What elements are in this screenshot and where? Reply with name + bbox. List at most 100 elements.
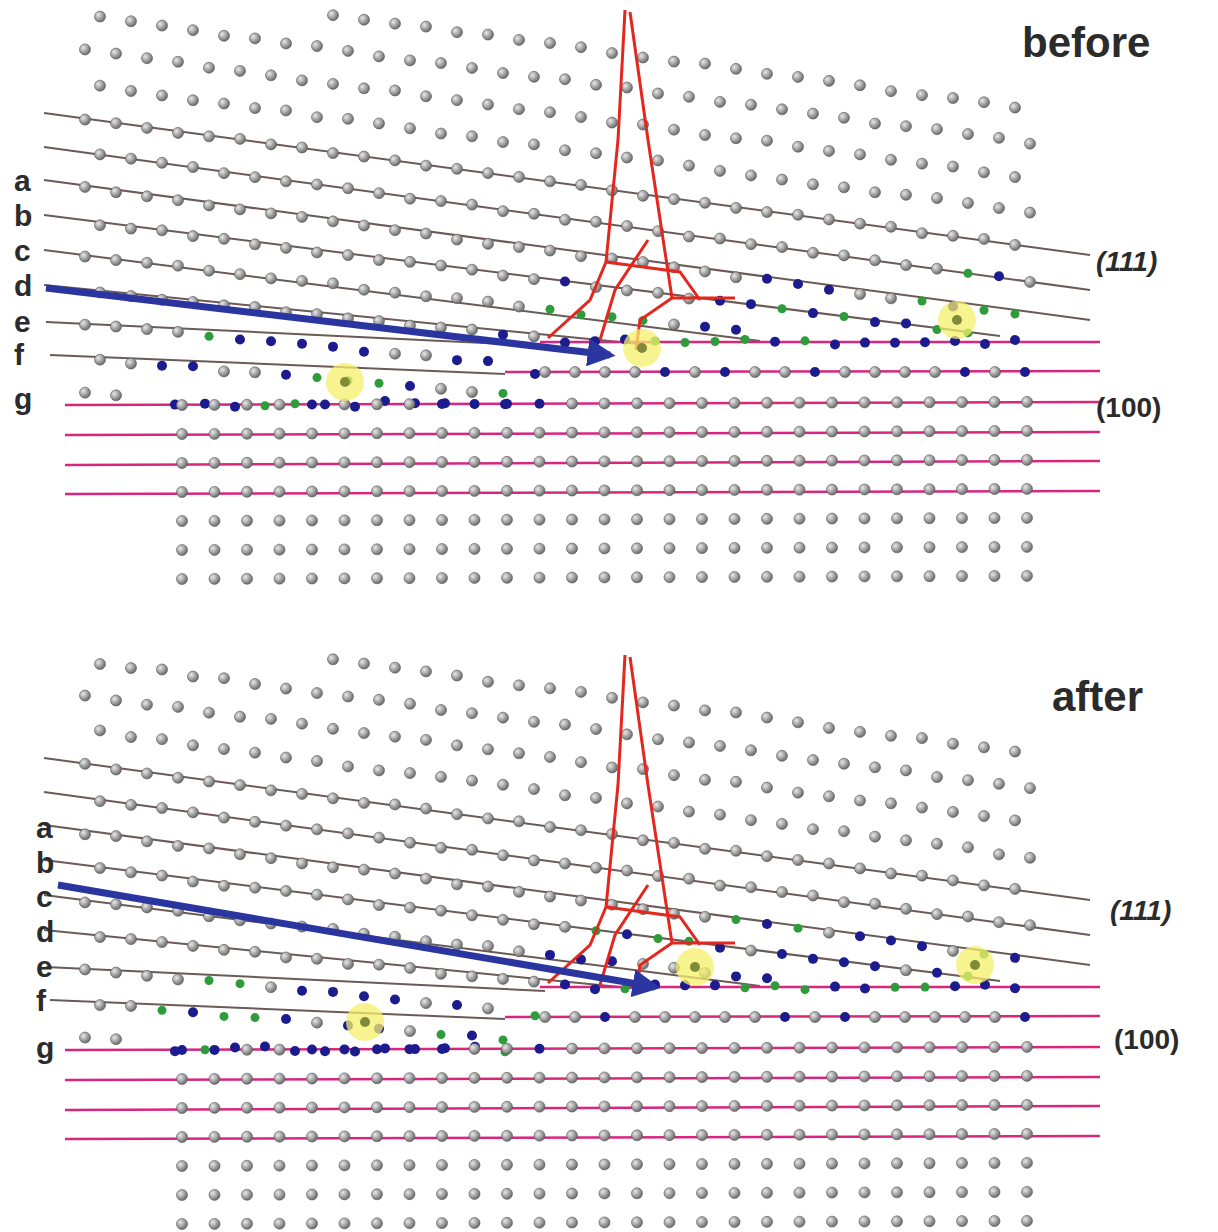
atom (924, 426, 935, 437)
atom (729, 1187, 740, 1198)
atom (892, 1187, 903, 1198)
atom (669, 124, 680, 135)
atom (437, 457, 448, 468)
atom (638, 697, 649, 708)
atom (437, 1131, 448, 1142)
atom (957, 571, 968, 582)
atom (339, 1218, 350, 1229)
atom (794, 513, 805, 524)
atom (436, 260, 447, 271)
atom (599, 398, 610, 409)
atom (534, 1130, 545, 1141)
plane-index: (100) (1096, 394, 1161, 422)
highlight-atom (690, 962, 700, 972)
atom (467, 264, 478, 275)
atom (452, 740, 463, 751)
atom (591, 862, 602, 873)
atom (632, 1159, 643, 1170)
atom (567, 1043, 578, 1054)
atom (660, 1012, 671, 1023)
atom (274, 1073, 285, 1084)
atom (684, 737, 695, 748)
atom (630, 367, 641, 378)
atom (307, 515, 318, 526)
atom (622, 865, 633, 876)
atom (684, 91, 695, 102)
atom (859, 484, 870, 495)
atom (80, 319, 91, 330)
atom (502, 1101, 513, 1112)
atom (188, 807, 199, 818)
atom (405, 1044, 415, 1054)
atom (374, 832, 385, 843)
atom (372, 515, 383, 526)
atom (1010, 102, 1021, 113)
atom (177, 1103, 188, 1114)
atom (374, 255, 385, 266)
atom (827, 571, 838, 582)
atom (111, 831, 122, 842)
atom (437, 486, 448, 497)
atom (839, 826, 850, 837)
atom (859, 1158, 870, 1169)
atom (794, 426, 805, 437)
atom (567, 1130, 578, 1141)
atom (576, 895, 587, 906)
atom (274, 1189, 285, 1200)
atom (917, 90, 928, 101)
atom (343, 761, 354, 772)
atom (436, 968, 447, 979)
atom (892, 1216, 903, 1227)
atom (697, 1188, 708, 1199)
atom (230, 402, 240, 412)
atom (622, 152, 633, 163)
atom (697, 456, 708, 467)
atom (697, 572, 708, 583)
highlight-circle (956, 946, 994, 984)
atom (794, 455, 805, 466)
atom (994, 917, 1005, 928)
plane-line-100 (505, 371, 1100, 372)
atom (157, 802, 168, 813)
atom (697, 1072, 708, 1083)
atom (638, 52, 649, 63)
atom (780, 367, 791, 378)
atom (545, 751, 556, 762)
atom (980, 339, 990, 349)
atom (205, 976, 214, 985)
atom (514, 171, 525, 182)
atom (126, 867, 137, 878)
atom (188, 231, 199, 242)
atom (591, 79, 602, 90)
atom (762, 426, 773, 437)
atom (762, 571, 773, 582)
atom (622, 220, 633, 231)
atom (230, 1042, 240, 1052)
atom (859, 1071, 870, 1082)
atom (421, 291, 432, 302)
atom (498, 330, 508, 340)
plane-letter: d (36, 917, 54, 947)
atom (963, 198, 974, 209)
atom (924, 1187, 935, 1198)
atom (188, 95, 199, 106)
atom (467, 386, 478, 397)
atom (859, 1042, 870, 1053)
atom (404, 457, 415, 468)
atom (220, 1012, 229, 1021)
atom (436, 771, 447, 782)
atom (498, 973, 509, 984)
atom (219, 366, 230, 377)
atom (209, 457, 220, 468)
atom (219, 98, 230, 109)
atom (436, 905, 447, 916)
atom (684, 806, 695, 817)
atom (188, 671, 199, 682)
atom (204, 776, 215, 787)
atom (157, 20, 168, 31)
atom (307, 457, 318, 468)
atom (375, 379, 384, 388)
highlight-circle (938, 301, 976, 339)
atom (126, 16, 137, 27)
atom (209, 515, 220, 526)
